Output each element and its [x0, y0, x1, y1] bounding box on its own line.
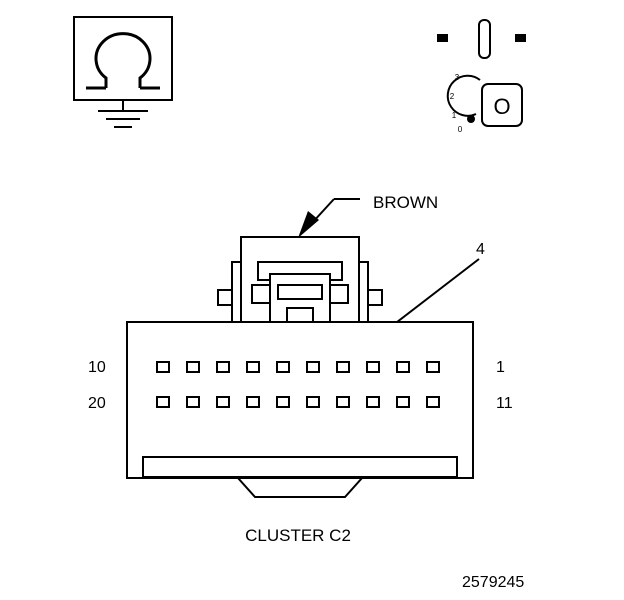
connector-caption: CLUSTER C2 [245, 526, 351, 545]
connector-cavity [366, 396, 380, 408]
key-position-3: 3 [455, 73, 460, 82]
key-letter: O [493, 94, 510, 119]
connector-cavity [186, 396, 200, 408]
pin-range-label-11: 11 [496, 395, 513, 412]
connector-cavity [306, 396, 320, 408]
connector-cavity [216, 396, 230, 408]
key-head [481, 83, 523, 127]
connector-latch [217, 236, 383, 323]
connector-cavity [366, 361, 380, 373]
key-position-2: 2 [450, 92, 455, 101]
pin-range-label-10: 10 [88, 359, 106, 376]
ohmmeter-ground-icon [73, 16, 173, 128]
cavity-grid [156, 361, 440, 408]
connector-cavity [336, 361, 350, 373]
connector-cavity [306, 361, 320, 373]
connector-cavity [396, 361, 410, 373]
key-position-marker [467, 115, 475, 123]
pin-4-label: 4 [476, 241, 485, 258]
brown-arrowhead [298, 211, 319, 238]
pin-range-label-20: 20 [88, 395, 106, 412]
connector-cavity [336, 396, 350, 408]
connector-cavity [216, 361, 230, 373]
key-position-1: 1 [452, 111, 457, 120]
ignition-indicator-left [437, 34, 448, 42]
connector-cavity [186, 361, 200, 373]
connector-cavity [426, 361, 440, 373]
connector-cavity [156, 361, 170, 373]
connector-cavity [156, 396, 170, 408]
connector-body [126, 321, 474, 498]
connector-bottom-rib [142, 456, 458, 478]
connector-cavity [396, 396, 410, 408]
key-position-0: 0 [458, 125, 463, 134]
key-slot [478, 19, 491, 59]
connector-cavity [246, 396, 260, 408]
connector-cavity [276, 396, 290, 408]
brown-label: BROWN [373, 193, 438, 212]
connector-cavity [276, 361, 290, 373]
figure-number: 2579245 [462, 574, 524, 591]
ignition-indicator-right [515, 34, 526, 42]
pin-range-label-1: 1 [496, 359, 505, 376]
brown-callout: BROWN [298, 193, 438, 238]
connector-cavity [426, 396, 440, 408]
connector-cavity [246, 361, 260, 373]
connector-bottom-key [235, 477, 365, 498]
key-rotation-arc [446, 74, 481, 117]
ignition-key-off-icon: O 3 2 1 0 [437, 19, 526, 134]
